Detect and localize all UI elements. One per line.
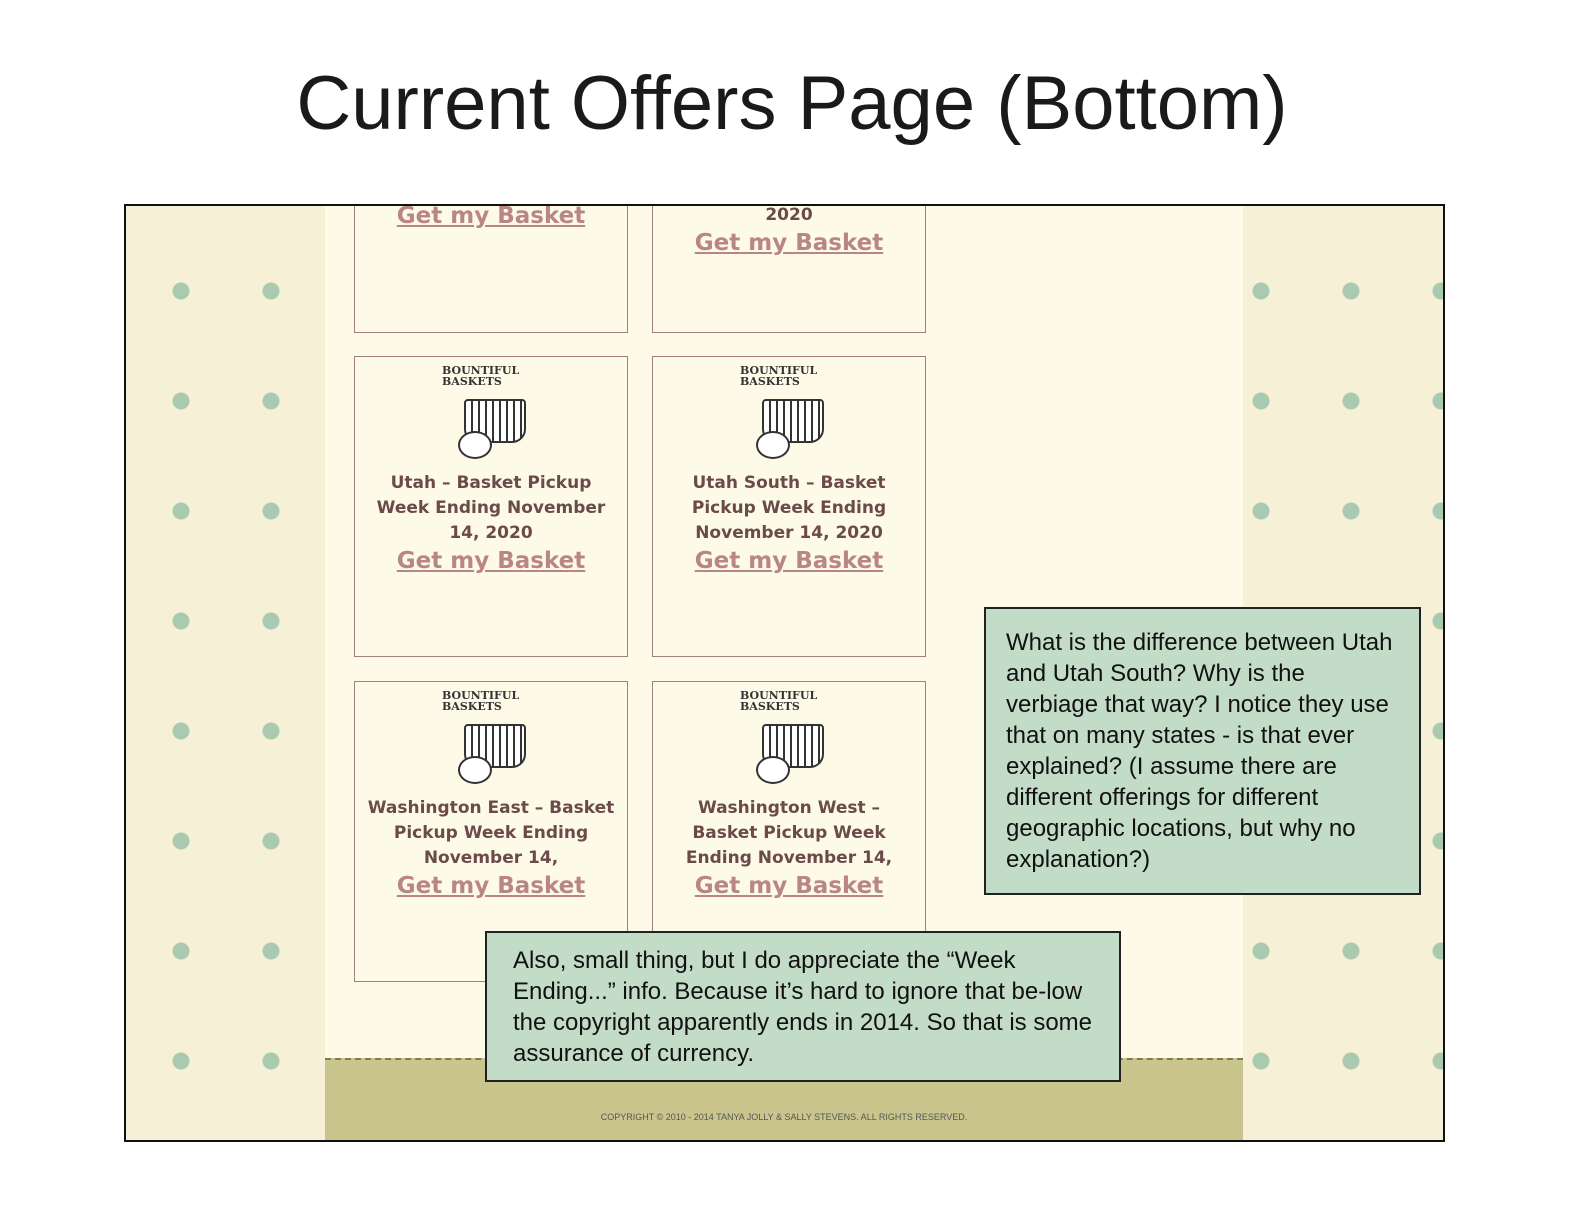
copyright-text: COPYRIGHT © 2010 - 2014 TANYA JOLLY & SA… [600,1112,968,1122]
offer-title: Washington East – Basket Pickup Week End… [367,798,615,868]
offer-card: Get my Basket [354,204,628,333]
website-screenshot: Get my Basket 2020 Get my Basket BOUNTIF… [124,204,1445,1142]
bountiful-baskets-logo: BOUNTIFUL BASKETS [734,365,844,465]
get-basket-link[interactable]: Get my Basket [396,873,586,899]
bountiful-baskets-logo: BOUNTIFUL BASKETS [734,690,844,790]
get-basket-link[interactable]: Get my Basket [396,548,586,574]
offer-title: Utah – Basket Pickup Week Ending Novembe… [376,473,606,543]
get-basket-link[interactable]: Get my Basket [396,204,586,229]
offer-title: 2020 [765,205,813,225]
get-basket-link[interactable]: Get my Basket [694,873,884,899]
offer-card: 2020 Get my Basket [652,205,926,333]
get-basket-link[interactable]: Get my Basket [694,230,884,256]
slide-title: Current Offers Page (Bottom) [296,61,1288,146]
annotation-note: What is the difference between Utah and … [984,607,1421,895]
offer-card: BOUNTIFUL BASKETS Utah South – Basket Pi… [652,356,926,657]
offer-title: Washington West – Basket Pickup Week End… [685,798,893,868]
bountiful-baskets-logo: BOUNTIFUL BASKETS [436,690,546,790]
get-basket-link[interactable]: Get my Basket [694,548,884,574]
annotation-note: Also, small thing, but I do appreciate t… [485,931,1121,1082]
bountiful-baskets-logo: BOUNTIFUL BASKETS [436,365,546,465]
offer-title: Utah South – Basket Pickup Week Ending N… [691,473,887,543]
offer-card: BOUNTIFUL BASKETS Utah – Basket Pickup W… [354,356,628,657]
